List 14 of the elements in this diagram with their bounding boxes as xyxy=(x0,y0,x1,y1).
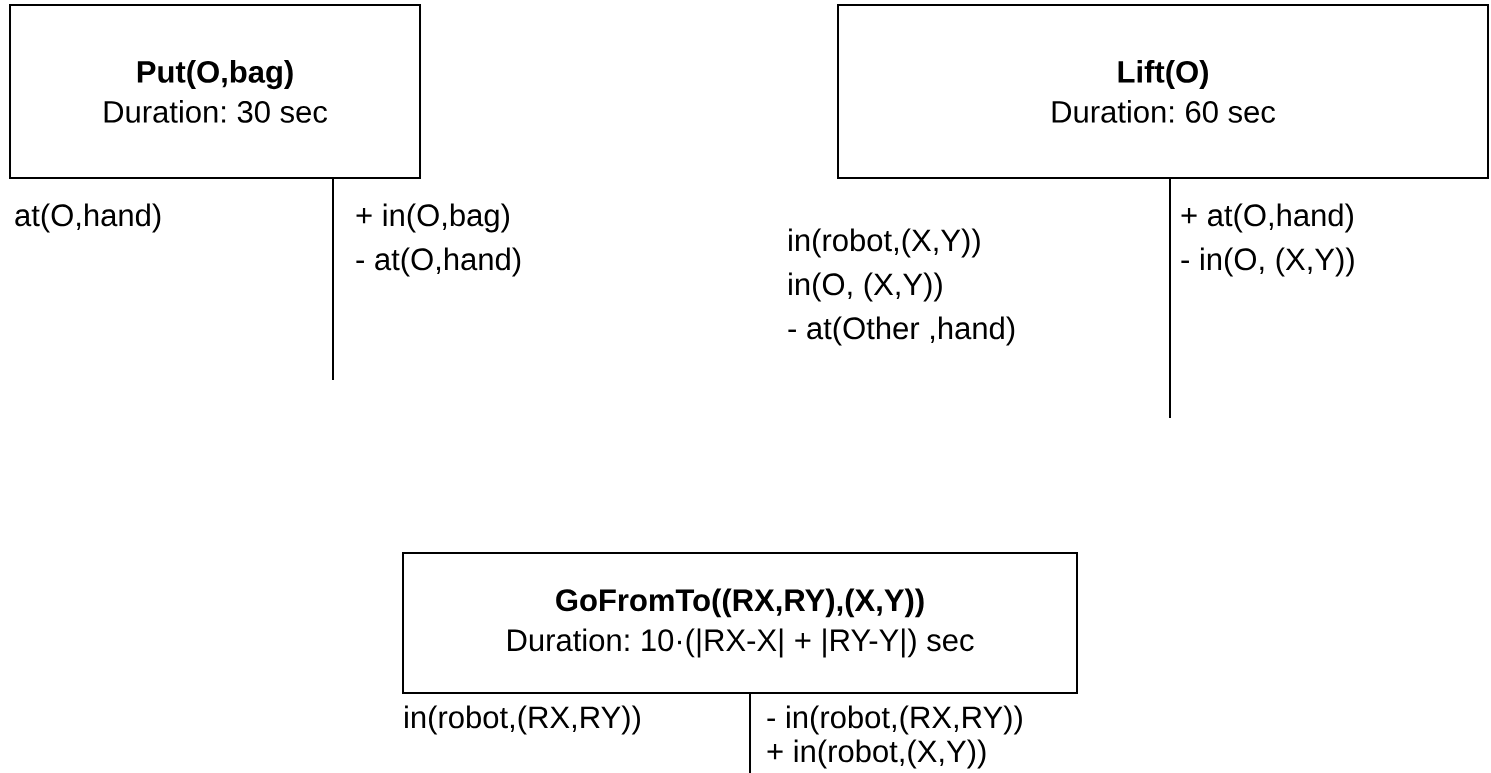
effect-text: + in(robot,(X,Y)) xyxy=(767,739,986,769)
effect-text: + at(O,hand) xyxy=(1181,203,1353,233)
precondition-text: in(robot,(RX,RY)) xyxy=(405,705,640,735)
action-box: Lift(O) Duration: 60 sec xyxy=(837,4,1489,179)
effect-text: + in(O,bag) xyxy=(356,203,509,233)
precondition-text: at(O,hand) xyxy=(15,203,161,233)
precondition-text: - at(Other ,hand) xyxy=(788,316,1015,346)
effect-text: - in(robot,(RX,RY)) xyxy=(767,705,1022,735)
effect-text: - at(O,hand) xyxy=(356,247,521,277)
precondition-text: in(O, (X,Y)) xyxy=(789,272,942,302)
effect-text: - in(O, (X,Y)) xyxy=(1181,247,1354,277)
action-box: GoFromTo((RX,RY),(X,Y)) Duration: 10·(|RX-X| + |RY-Y|) sec xyxy=(402,552,1078,694)
action-box: Put(O,bag) Duration: 30 sec xyxy=(9,4,421,179)
precondition-text: in(robot,(X,Y)) xyxy=(789,228,980,258)
